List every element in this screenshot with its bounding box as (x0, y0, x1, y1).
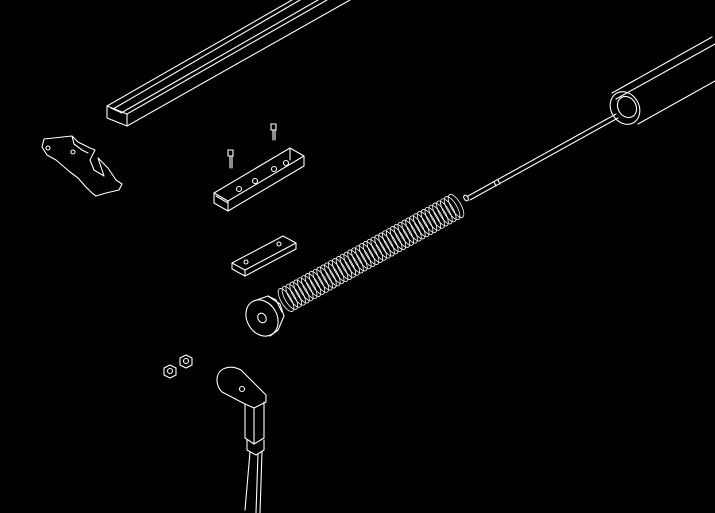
spring-coil (293, 279, 310, 304)
spring-coil (412, 213, 430, 238)
spring-coil (335, 256, 353, 280)
spring-coil (382, 230, 399, 255)
spring-coil (424, 206, 442, 231)
spring-coil (300, 275, 318, 300)
spring-coil (397, 221, 415, 246)
spring-coil (409, 215, 426, 240)
spring-coil (436, 200, 453, 225)
spring-coil (351, 247, 368, 272)
spring-coil (378, 232, 395, 257)
flat-clip (231, 235, 297, 277)
spring-coil (297, 277, 314, 302)
spring-coil (312, 268, 330, 293)
torsion-spring (277, 194, 465, 312)
spring-coil (347, 249, 364, 274)
spring-coil (370, 236, 387, 261)
spring-coil (308, 270, 326, 295)
spring-coil (385, 228, 403, 253)
spring-coil (324, 262, 341, 287)
spring-coil (343, 251, 360, 276)
spring-coil (316, 266, 333, 291)
spring-coil (358, 243, 376, 268)
spring-rod (463, 113, 619, 202)
spring-coil (440, 198, 457, 223)
spring-coil (443, 196, 461, 221)
spring-coil (393, 223, 411, 248)
spring-coil (447, 194, 465, 218)
spring-coil (389, 226, 407, 250)
spring-coil (428, 204, 445, 229)
guide-rail (106, 0, 351, 127)
spring-coil (277, 288, 295, 312)
roller-tube (609, 36, 715, 125)
spring-coil (374, 234, 391, 259)
spring-coil (416, 211, 434, 236)
spring-coil (320, 264, 337, 289)
spring-coil (285, 283, 302, 308)
spring-coil (304, 273, 322, 297)
side-bracket (41, 135, 123, 197)
spring-coil (355, 245, 372, 270)
spring-coil (366, 238, 384, 263)
spring-coil (420, 209, 438, 233)
u-channel-bracket (213, 147, 305, 212)
spring-coil (281, 285, 299, 310)
support-arm (216, 366, 267, 513)
spring-coil (401, 219, 418, 244)
spring-coil (362, 241, 380, 265)
mounting-screws (227, 123, 277, 169)
spring-coil (432, 202, 449, 227)
spring-coil (327, 260, 345, 285)
nuts (163, 354, 193, 379)
end-cap (245, 295, 285, 337)
spring-coil (289, 281, 306, 306)
spring-coil (405, 217, 422, 242)
spring-coil (339, 253, 357, 278)
spring-coil (331, 258, 349, 283)
